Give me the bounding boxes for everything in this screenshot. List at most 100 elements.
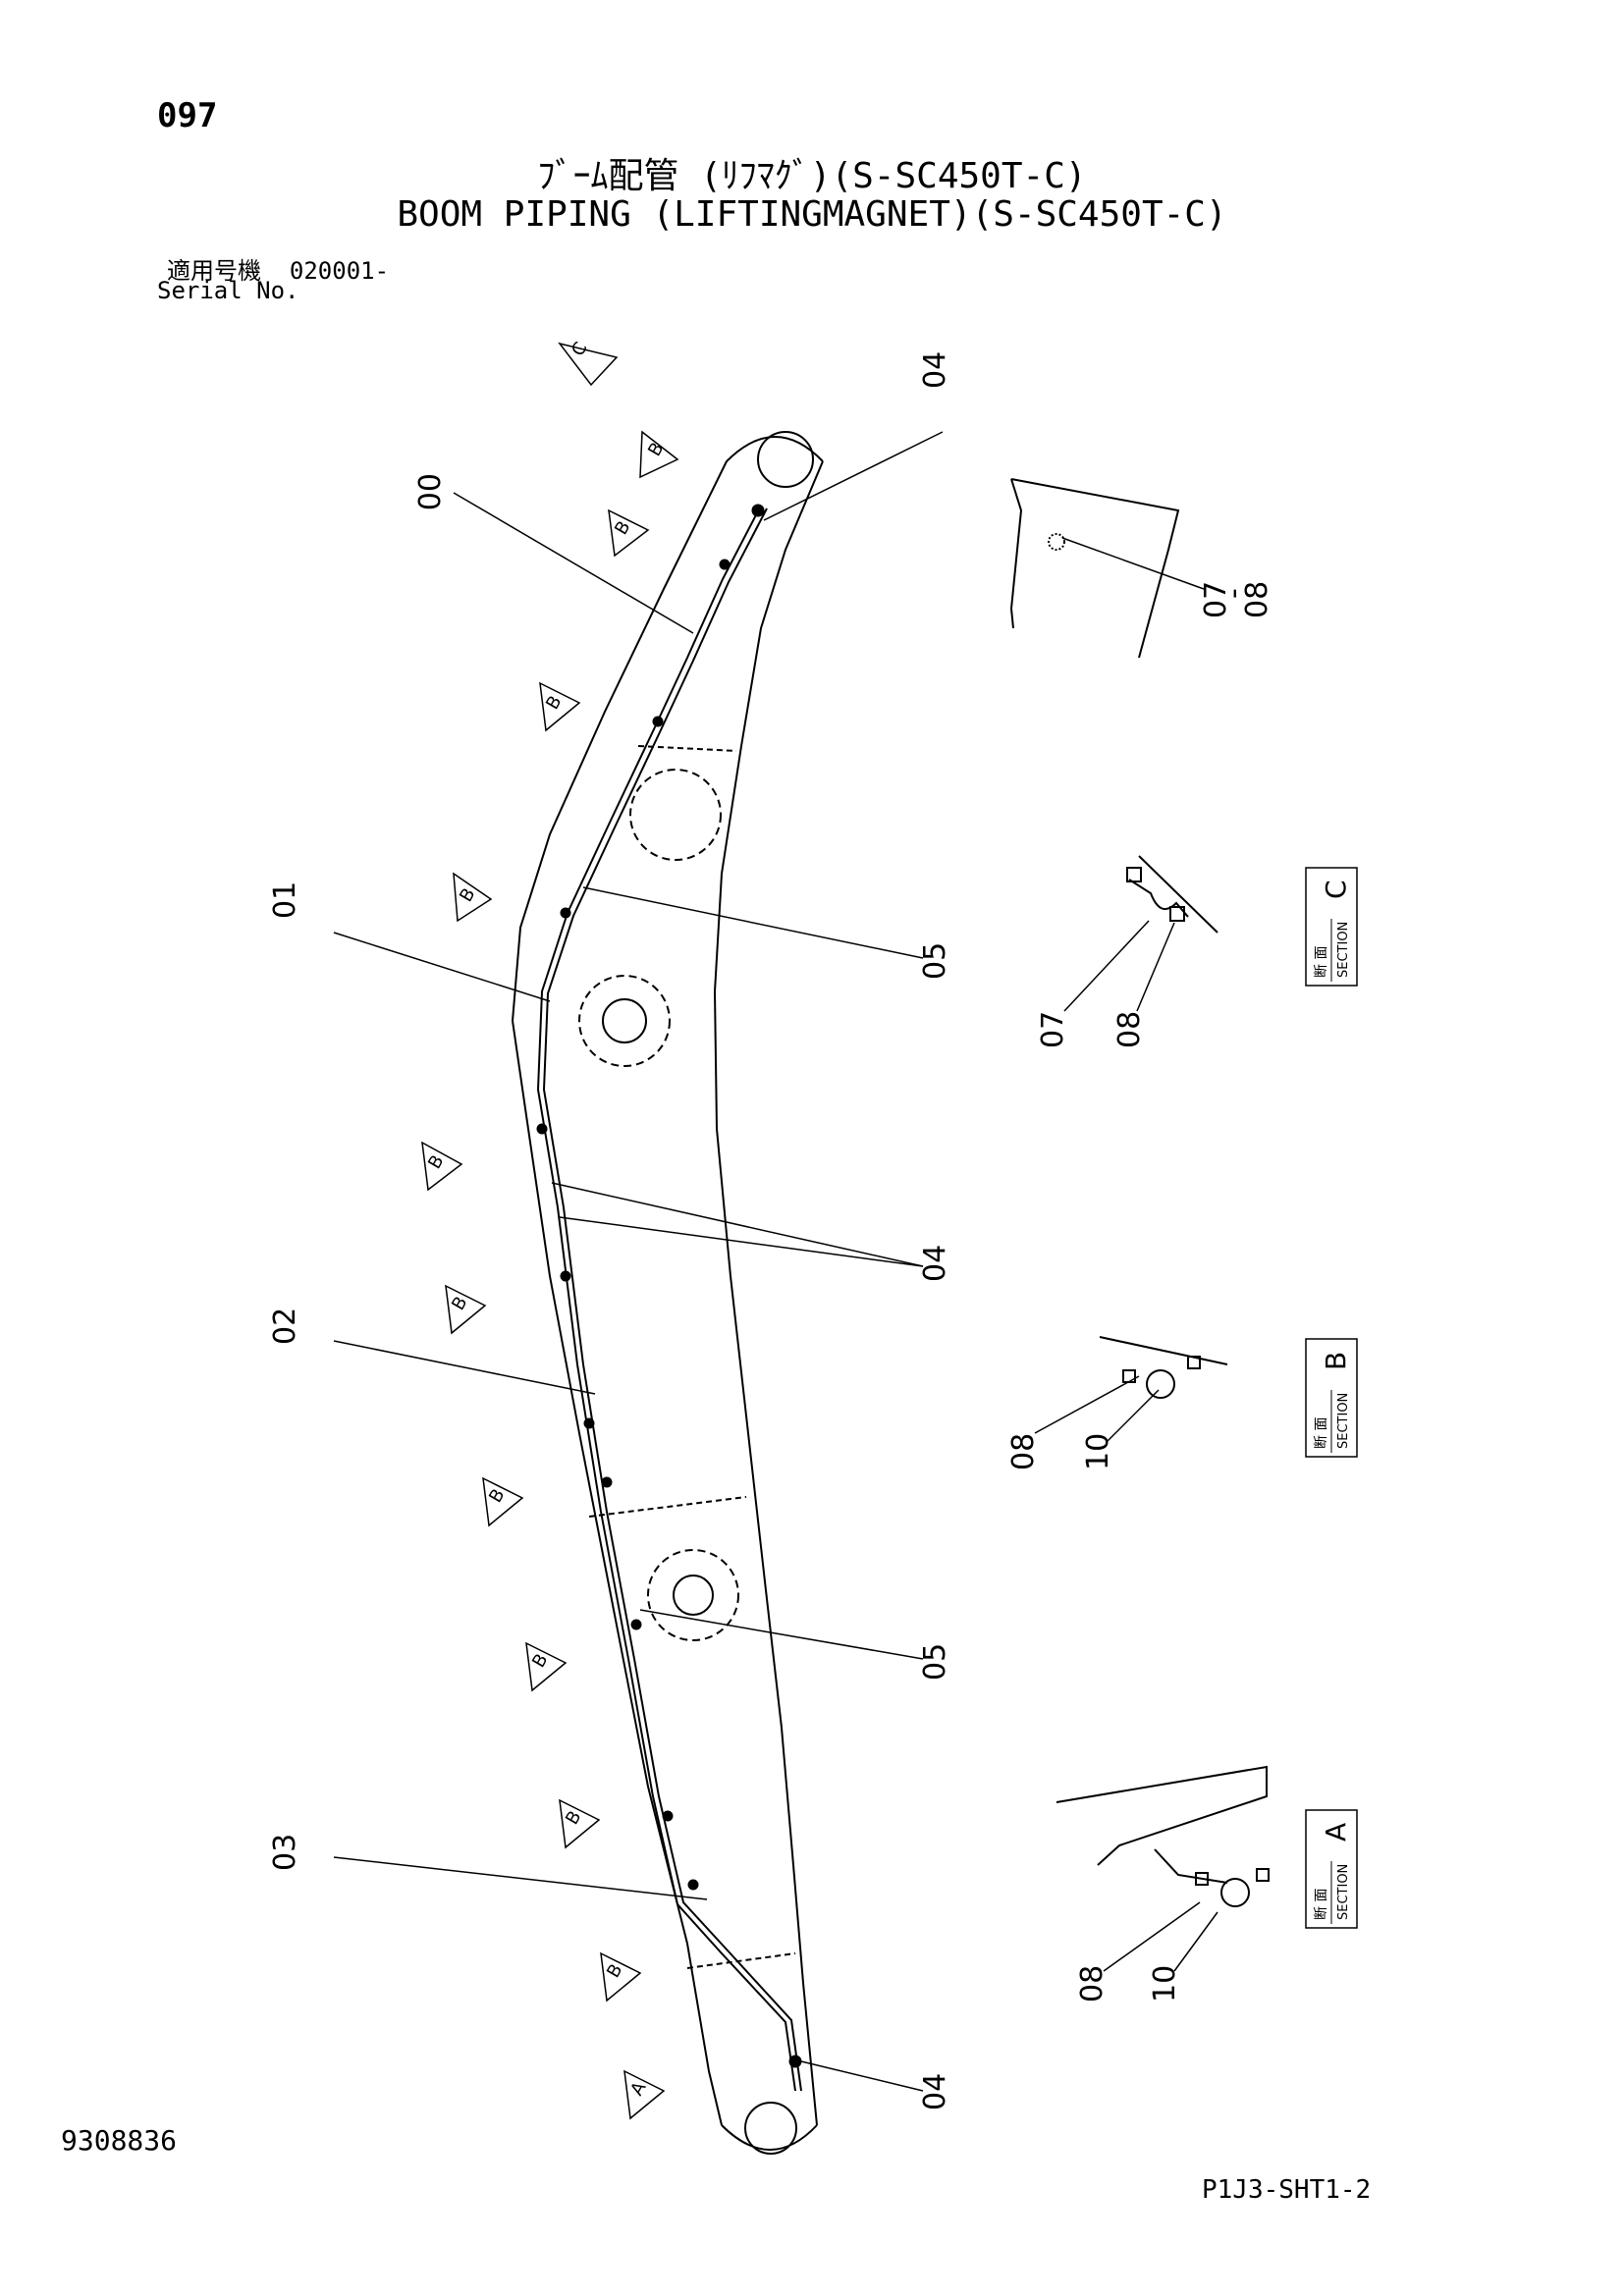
boom-plate-line-1: [637, 745, 737, 752]
clamp-10: [662, 1810, 674, 1822]
secA-plate: [1056, 1765, 1268, 1866]
leader-secA-10: [1173, 1911, 1218, 1972]
leader-05-lower: [639, 1609, 924, 1660]
boom-pipe-parallel: [542, 507, 802, 2092]
serial-line-jp: 適用号機 020001-: [167, 251, 389, 286]
view-marker-b-7: [482, 1476, 524, 1527]
view-marker-c: [558, 342, 619, 387]
serial-label-en: Serial No.: [157, 277, 299, 304]
detail-bracket-outline-2: [1009, 478, 1023, 629]
title-english: BOOM PIPING (LIFTINGMAGNET)(S-SC450T-C): [397, 194, 1227, 235]
leader-secA-08: [1103, 1901, 1201, 1972]
view-marker-b-4: [453, 872, 493, 923]
callout-07-08-b: 08: [1240, 581, 1274, 618]
detail-fitting: [1048, 533, 1065, 551]
callout-secC-08: 08: [1112, 1011, 1147, 1048]
section-b-box: [1305, 1338, 1358, 1458]
view-marker-b-8: [525, 1641, 568, 1692]
callout-secC-07: 07: [1036, 1011, 1070, 1048]
callout-secA-08: 08: [1075, 1965, 1110, 2002]
clamp-6: [560, 1270, 571, 1282]
leader-secC-07: [1063, 920, 1150, 1012]
leader-00: [453, 492, 694, 634]
section-b-letter: B: [1320, 1352, 1352, 1370]
callout-05-upper: 05: [918, 942, 952, 980]
callout-secB-08: 08: [1006, 1433, 1041, 1470]
secA-arm: [1154, 1848, 1228, 1884]
callout-secB-10: 10: [1081, 1433, 1115, 1470]
view-marker-b-6: [445, 1284, 487, 1335]
section-a-box: [1305, 1809, 1358, 1929]
boom-bottom-end: [721, 2124, 818, 2151]
secB-plate: [1099, 1336, 1228, 1365]
clamp-11: [687, 1879, 699, 1891]
clamp-8: [601, 1476, 613, 1488]
callout-04-top: 04: [918, 351, 952, 389]
boom-top-end: [726, 436, 824, 462]
secC-clamp: [1128, 879, 1189, 918]
view-marker-a: [623, 2069, 666, 2120]
leader-05-upper: [582, 886, 924, 959]
secC-bolt-2: [1169, 906, 1185, 922]
section-c-letter: C: [1320, 880, 1352, 899]
clamp-2: [719, 559, 731, 570]
boom-web-hole-3: [647, 1549, 739, 1641]
boom-plate-line-3: [686, 1952, 796, 1969]
clamp-12: [788, 2055, 802, 2068]
boom-web-hole-1: [629, 769, 722, 861]
boom-web-hole-2-inner: [602, 998, 647, 1043]
view-marker-b-2: [608, 508, 650, 558]
clamp-9: [630, 1619, 642, 1630]
view-marker-b-3: [539, 681, 581, 732]
clamp-3: [652, 716, 664, 727]
leader-03: [333, 1856, 708, 1900]
boom-web-hole-2: [578, 975, 671, 1067]
boom-outline-right: [713, 460, 824, 2126]
callout-05-lower: 05: [918, 1643, 952, 1681]
section-c-kanji: 断 面: [1314, 946, 1329, 978]
secA-pipe: [1220, 1878, 1250, 1907]
leader-04-middle-a: [551, 1182, 924, 1267]
leader-02: [333, 1340, 596, 1395]
serial-value: 020001-: [289, 257, 390, 285]
callout-01: 01: [268, 881, 302, 919]
callout-04-middle: 04: [918, 1245, 952, 1282]
document-number: 9308836: [61, 2124, 178, 2157]
secB-bolt-1: [1122, 1369, 1136, 1383]
view-marker-b-1: [639, 430, 679, 479]
callout-04-bottom: 04: [918, 2073, 952, 2110]
callout-02: 02: [268, 1308, 302, 1345]
leader-04-bottom: [800, 2060, 924, 2092]
clamp-5: [536, 1123, 548, 1135]
boom-outline-left: [511, 460, 728, 2126]
secA-bolt-1: [1195, 1872, 1209, 1886]
leader-secB-08: [1034, 1375, 1140, 1434]
leader-secB-10: [1107, 1389, 1160, 1442]
view-marker-b-10: [600, 1951, 642, 2002]
boom-plate-line-2: [588, 1496, 747, 1518]
callout-secA-10: 10: [1148, 1965, 1182, 2002]
secC-plate: [1138, 855, 1218, 934]
title-japanese: ﾌﾞｰﾑ配管 (ﾘﾌﾏｸﾞ)(S-SC450T-C): [537, 156, 1087, 196]
section-b-kanji: 断 面: [1314, 1417, 1329, 1449]
secA-bolt-2: [1256, 1868, 1270, 1882]
boom-pipe: [536, 505, 796, 2092]
section-a-kanji: 断 面: [1314, 1889, 1329, 1920]
callout-00: 00: [410, 473, 445, 510]
secB-pipe: [1146, 1369, 1175, 1399]
callout-07-08-dash: -: [1217, 588, 1251, 599]
page-number: 097: [157, 96, 218, 135]
boom-web-hole-3-inner: [673, 1575, 714, 1616]
boom-foot-pin: [744, 2102, 797, 2155]
secB-bolt-2: [1187, 1356, 1201, 1369]
view-marker-b-9: [559, 1798, 601, 1849]
leader-secC-08: [1136, 922, 1175, 1012]
detail-bracket-outline: [1010, 478, 1180, 659]
section-a-letter: A: [1320, 1823, 1352, 1842]
leader-04-middle-b: [559, 1216, 924, 1267]
section-a-label: SECTION: [1336, 1864, 1351, 1920]
sheet-code: P1J3-SHT1-2: [1202, 2175, 1372, 2205]
secC-bolt-1: [1126, 867, 1142, 882]
view-marker-b-5: [421, 1141, 463, 1192]
